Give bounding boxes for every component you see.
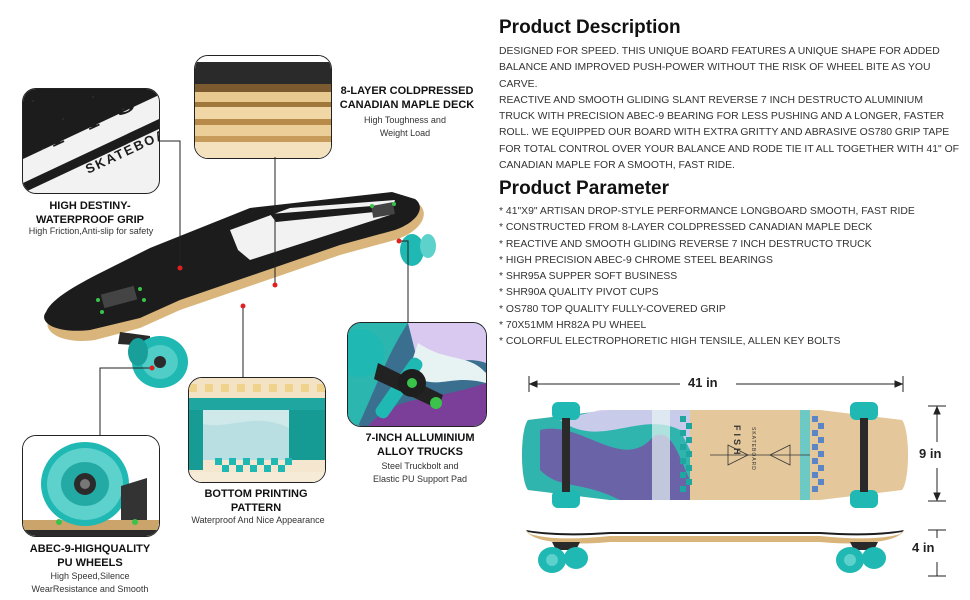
height-label: 4 in xyxy=(912,540,935,555)
parameter-item: * COLORFUL ELECTROPHORETIC HIGH TENSILE,… xyxy=(499,336,841,348)
width-label: 9 in xyxy=(919,446,942,461)
maple-layers-image xyxy=(195,56,331,158)
wheels-callout-subtitle: High Speed,Silence WearResistance and Sm… xyxy=(31,571,149,594)
skateboard-main-image xyxy=(44,140,436,435)
parameter-item: * HIGH PRECISION ABEC-9 CHROME STEEL BEA… xyxy=(499,254,773,266)
description-paragraph-1: DESIGNED FOR SPEED. THIS UNIQUE BOARD FE… xyxy=(499,46,940,90)
wheel-closeup-image xyxy=(23,436,159,536)
parameter-item: * SHR95A SUPPER SOFT BUSINESS xyxy=(499,271,678,283)
description-paragraph-2: REACTIVE AND SMOOTH GLIDING SLANT REVERS… xyxy=(499,94,960,172)
wheels-callout-title: ABEC-9-HIGHQUALITY PU WHEELS xyxy=(29,543,151,569)
dimension-diagram xyxy=(522,376,946,577)
bottom-print-thumbnail xyxy=(188,377,326,483)
product-description-title: Product Description xyxy=(499,17,681,38)
parameter-item: * REACTIVE AND SMOOTH GLIDING REVERSE 7 … xyxy=(499,238,872,250)
deck-callout-title: 8-LAYER COLDPRESSED CANADIAN MAPLE DECK xyxy=(339,85,475,111)
bottom-callout-title: BOTTOM PRINTING PATTERN xyxy=(204,488,308,514)
truck-thumbnail xyxy=(347,322,487,427)
grip-thumbnail: F I S SKATEBOAR xyxy=(22,88,160,194)
parameter-item: * CONSTRUCTED FROM 8-LAYER COLDPRESSED C… xyxy=(499,222,873,234)
wheel-thumbnail xyxy=(22,435,160,537)
product-parameter-title: Product Parameter xyxy=(499,178,670,199)
deck-logo-bottom: SKATEBOARD xyxy=(750,427,756,471)
trucks-callout-title: 7-INCH ALLUMINIUM ALLOY TRUCKS xyxy=(365,432,475,458)
truck-closeup-image xyxy=(348,323,486,426)
grip-callout-subtitle: High Friction,Anti-slip for safety xyxy=(28,226,154,236)
parameter-item: * 41"X9" ARTISAN DROP-STYLE PERFORMANCE … xyxy=(499,206,915,217)
grip-closeup-image xyxy=(23,89,159,193)
grip-callout-title: HIGH DESTINY- WATERPROOF GRIP xyxy=(36,200,144,226)
parameter-list: * 41"X9" ARTISAN DROP-STYLE PERFORMANCE … xyxy=(499,204,961,351)
trucks-callout-subtitle: Steel Truckbolt and Elastic PU Support P… xyxy=(372,461,468,484)
bottom-callout-subtitle: Waterproof And Nice Appearance xyxy=(191,515,325,525)
parameter-item: * SHR90A QUALITY PIVOT CUPS xyxy=(499,287,659,299)
deck-logo-top: FISH xyxy=(732,425,742,458)
product-description-text: DESIGNED FOR SPEED. THIS UNIQUE BOARD FE… xyxy=(499,44,961,174)
length-label: 41 in xyxy=(688,375,718,390)
deck-callout-subtitle: High Toughness and Weight Load xyxy=(364,115,446,138)
parameter-item: * OS780 TOP QUALITY FULLY-COVERED GRIP xyxy=(499,303,726,315)
deck-layer-thumbnail xyxy=(194,55,332,159)
parameter-item: * 70X51MM HR82A PU WHEEL xyxy=(499,320,647,332)
bottom-pattern-image xyxy=(189,378,325,482)
